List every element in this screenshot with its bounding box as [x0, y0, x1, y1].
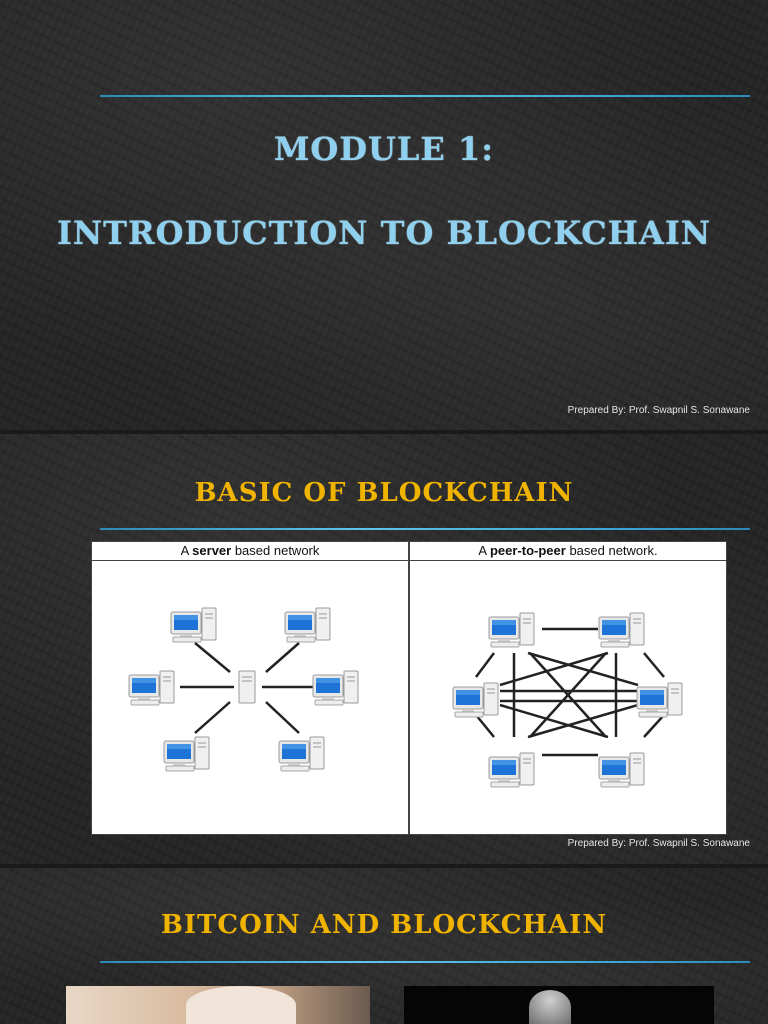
author-credit: Prepared By: Prof. Swapnil S. Sonawane: [567, 838, 750, 849]
title-rule: [100, 961, 750, 963]
title-rule: [100, 95, 750, 97]
server-network-caption: A server based network: [92, 542, 408, 561]
slide-title: BASIC OF BLOCKCHAIN: [194, 478, 574, 508]
slide-module-intro: MODULE 1: INTRODUCTION TO BLOCKCHAIN Pre…: [0, 0, 768, 430]
module-title: MODULE 1:: [273, 130, 495, 168]
peer-to-peer-network-caption: A peer-to-peer based network.: [410, 542, 726, 561]
author-credit: Prepared By: Prof. Swapnil S. Sonawane: [567, 405, 750, 416]
slide-basic-of-blockchain: BASIC OF BLOCKCHAIN A server based netwo…: [0, 434, 768, 864]
title-rule: [100, 528, 750, 530]
bitcoin-photo: [404, 986, 714, 1024]
server-network-panel: A server based network: [91, 541, 409, 835]
peer-to-peer-network-panel: A peer-to-peer based network.: [409, 541, 727, 835]
slide-bitcoin-and-blockchain: BITCOIN AND BLOCKCHAIN: [0, 868, 768, 1024]
peer-to-peer-network-diagram: [452, 612, 683, 788]
hand-photo: [66, 986, 370, 1024]
slide-title: INTRODUCTION TO BLOCKCHAIN: [56, 214, 712, 252]
slide-title: BITCOIN AND BLOCKCHAIN: [160, 910, 608, 940]
server-network-diagram: [128, 607, 359, 772]
